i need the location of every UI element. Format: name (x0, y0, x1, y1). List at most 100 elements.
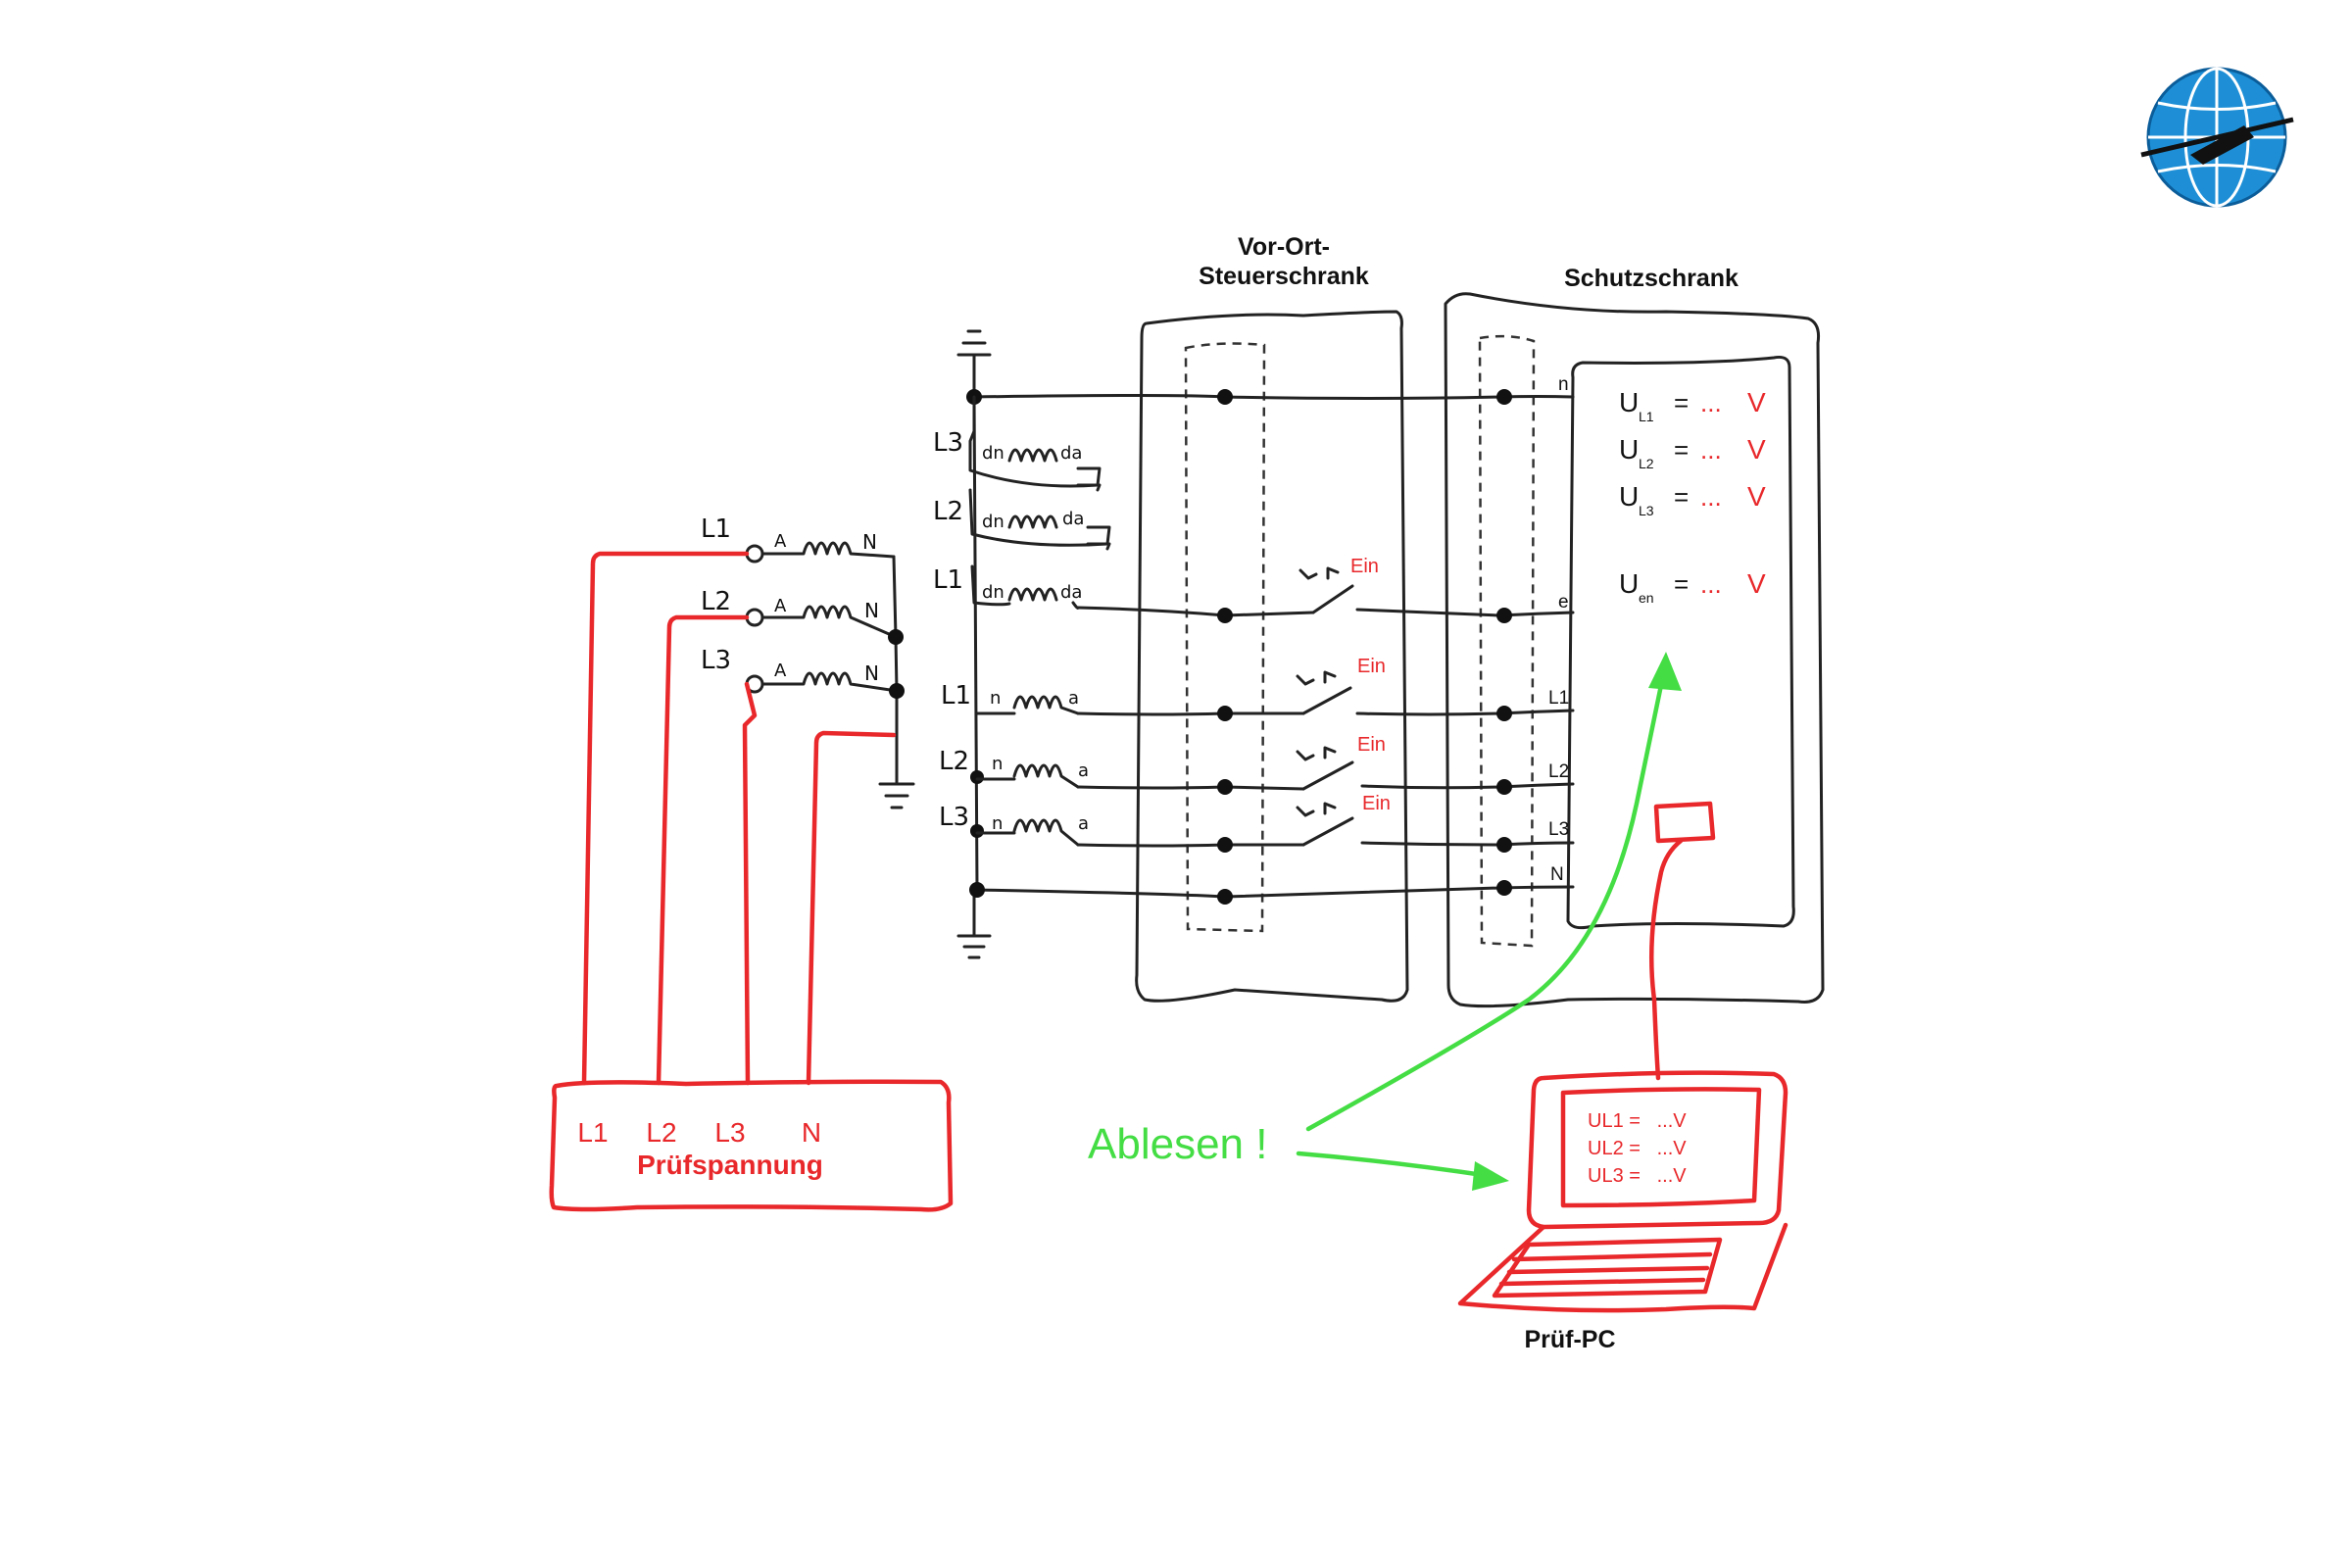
svg-text:L1: L1 (1639, 409, 1654, 424)
svg-text:da: da (1060, 443, 1082, 464)
earth-bottom-icon (956, 888, 992, 959)
svg-text:U: U (1619, 481, 1639, 512)
test-wiring (581, 551, 897, 1086)
secondary-left-bus (972, 395, 979, 892)
svg-text:U: U (1619, 568, 1639, 599)
svg-text:A: A (774, 596, 787, 616)
switch-label: Ein (1357, 734, 1386, 756)
svg-text:V: V (1747, 568, 1766, 599)
svg-text:L1: L1 (941, 681, 971, 710)
open-delta-winding-l3: L3 dn da (933, 395, 1102, 488)
svg-text:n: n (1558, 374, 1569, 395)
svg-text:A: A (774, 531, 787, 552)
pc-screen-line-3: UL3 = ...V (1588, 1165, 1687, 1187)
primary-winding-l3: L3 A N (701, 646, 899, 694)
pc-interface-box (1648, 801, 1716, 1081)
terminal-labels: n e L1 L2 L3 N (1548, 374, 1569, 885)
switch-l1: Ein (1296, 656, 1386, 715)
primary-star-dot (888, 629, 904, 645)
svg-text:L1: L1 (701, 514, 731, 544)
switch-label: Ein (1362, 793, 1391, 814)
source-label: Prüfspannung (637, 1150, 823, 1180)
svg-text:=: = (1674, 388, 1689, 417)
protection-cabinet (1444, 292, 1825, 1008)
svg-text:en: en (1639, 590, 1654, 606)
conductor-n (972, 394, 1575, 400)
earth-primary-icon (878, 689, 915, 809)
read-arrows (1296, 652, 1682, 1191)
conductor-N (975, 885, 1575, 899)
local-cabinet-title-line1: Vor-Ort- (1238, 233, 1330, 261)
svg-text:L1: L1 (1548, 688, 1569, 709)
svg-text:dn: dn (982, 582, 1004, 603)
svg-text:L1: L1 (933, 565, 963, 595)
open-delta-winding-l2: L2 dn da (933, 483, 1111, 547)
reading-ul3: U L3 = ... V (1619, 481, 1766, 518)
svg-text:a: a (1068, 688, 1079, 709)
secondary-winding-l2: L2 n a (939, 747, 1089, 789)
primary-star-bus (892, 555, 899, 693)
svg-text:U: U (1619, 434, 1639, 465)
local-cabinet-title-line2: Steuerschrank (1199, 263, 1369, 290)
svg-text:L3: L3 (933, 428, 963, 458)
svg-text:L3: L3 (1548, 819, 1569, 840)
protection-cabinet-title: Schutzschrank (1564, 265, 1739, 292)
svg-text:a: a (1078, 760, 1089, 781)
svg-text:...: ... (1700, 482, 1722, 512)
svg-text:n: n (992, 754, 1003, 774)
svg-text:A: A (774, 661, 787, 681)
svg-text:L3: L3 (939, 803, 969, 832)
switch-l2: Ein (1296, 734, 1386, 791)
primary-winding-l2: L2 A N (701, 587, 898, 639)
svg-text:L2: L2 (933, 497, 963, 526)
svg-text:L2: L2 (939, 747, 969, 776)
svg-text:L2: L2 (701, 587, 731, 616)
svg-text:...: ... (1700, 388, 1722, 417)
svg-text:e: e (1558, 592, 1569, 612)
svg-text:L2: L2 (1639, 456, 1654, 471)
switch-e: Ein (1298, 556, 1379, 614)
pc-screen-line-1: UL1 = ...V (1588, 1110, 1687, 1132)
svg-text:L3: L3 (701, 646, 731, 675)
svg-text:L2: L2 (1548, 761, 1569, 782)
svg-text:dn: dn (982, 443, 1004, 464)
reading-ul2: U L2 = ... V (1619, 434, 1766, 471)
svg-text:a: a (1078, 813, 1089, 834)
svg-text:=: = (1674, 435, 1689, 465)
svg-text:L3: L3 (1639, 503, 1654, 518)
switch-l3: Ein (1296, 793, 1391, 847)
globe-logo-icon (2140, 67, 2294, 208)
svg-text:U: U (1619, 387, 1639, 417)
svg-text:N: N (864, 599, 879, 622)
svg-text:N: N (1550, 864, 1564, 885)
svg-text:da: da (1060, 582, 1082, 603)
svg-text:da: da (1062, 509, 1084, 529)
svg-text:n: n (992, 813, 1003, 834)
svg-text:V: V (1747, 387, 1766, 417)
test-pc-label: Prüf-PC (1524, 1326, 1615, 1353)
test-voltage-source: L1 L2 L3 N Prüfspannung (549, 1079, 954, 1212)
primary-star-dot (889, 683, 905, 699)
secondary-winding-l1: L1 n a (941, 681, 1080, 715)
svg-text:N: N (862, 530, 877, 554)
svg-text:dn: dn (982, 512, 1004, 532)
source-terminal-l2: L2 (646, 1117, 676, 1148)
earth-top-icon (956, 329, 992, 399)
source-terminal-l1: L1 (577, 1117, 608, 1148)
svg-text:=: = (1674, 482, 1689, 512)
svg-text:V: V (1747, 434, 1766, 465)
switch-label: Ein (1357, 656, 1386, 677)
reading-uen: U en = ... V (1619, 568, 1766, 606)
secondary-winding-l3: L3 n a (939, 803, 1089, 847)
reading-ul1: U L1 = ... V (1619, 387, 1766, 424)
source-terminal-l3: L3 (714, 1117, 745, 1148)
svg-text:=: = (1674, 569, 1689, 599)
svg-text:N: N (864, 662, 879, 685)
switch-label: Ein (1350, 556, 1379, 577)
svg-text:...: ... (1700, 569, 1722, 599)
source-terminal-n: N (802, 1117, 821, 1148)
open-delta-winding-l1: L1 dn da (933, 542, 1111, 610)
svg-text:V: V (1747, 481, 1766, 512)
local-control-cabinet (1135, 310, 1409, 1003)
